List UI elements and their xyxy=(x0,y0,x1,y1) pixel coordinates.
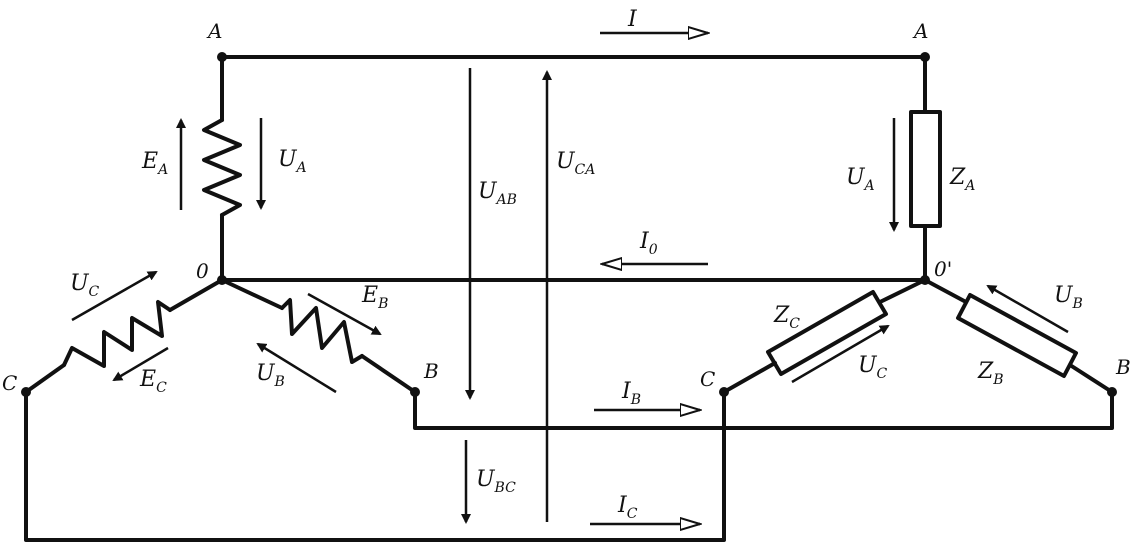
ub-load-arrow xyxy=(986,284,1069,334)
node-label-a-load: A xyxy=(912,19,928,43)
label-ia: I xyxy=(627,7,638,32)
load-impedance-zb xyxy=(956,293,1078,378)
label-ub-load: UB xyxy=(1054,283,1083,312)
load-phase-c-upper xyxy=(878,278,927,304)
label-za: ZA xyxy=(949,165,975,194)
load-impedance-za xyxy=(909,110,942,228)
label-ub-source: UB xyxy=(256,361,285,390)
load-phase-c-lower xyxy=(722,361,777,394)
line-b-wire xyxy=(413,390,1114,430)
node-label-b-source: B xyxy=(423,359,439,383)
label-zb: ZB xyxy=(977,359,1004,388)
label-uca: UCA xyxy=(556,149,595,178)
node-dot-0-load xyxy=(920,275,930,285)
eb-arrow xyxy=(307,292,382,336)
node-label-0-load: 0' xyxy=(934,257,952,281)
uc-load-arrow xyxy=(791,324,890,384)
node-dot-b-source xyxy=(410,387,420,397)
node-dot-c-load xyxy=(719,387,729,397)
quantity-labels: EA UA UC EC EB UB UAB UCA UBC I I0 IB IC… xyxy=(70,7,1083,522)
arrows xyxy=(71,33,1069,524)
label-ec: EC xyxy=(139,367,167,396)
uc-source-arrow xyxy=(71,270,158,322)
source-winding-a xyxy=(202,118,242,217)
label-ea: EA xyxy=(141,149,168,178)
node-dot-b-load xyxy=(1107,387,1117,397)
node-dot-c-source xyxy=(21,387,31,397)
node-label-b-load: B xyxy=(1115,355,1131,379)
label-eb: EB xyxy=(361,283,388,312)
label-ubc: UBC xyxy=(476,467,516,496)
load-phase-b-lower xyxy=(1068,363,1114,394)
source-phase-c-lower xyxy=(24,363,66,394)
node-label-a-source: A xyxy=(206,19,222,43)
label-ua-source: UA xyxy=(278,147,307,176)
source-phase-c-upper xyxy=(168,278,224,312)
node-label-c-source: C xyxy=(2,371,17,395)
node-labels: A A 0 0' C B C B xyxy=(2,19,1131,395)
label-uc-source: UC xyxy=(70,271,100,300)
node-dot-a-load xyxy=(920,52,930,62)
ub-source-arrow xyxy=(256,342,337,394)
label-ua-load: UA xyxy=(846,165,875,194)
ec-arrow xyxy=(112,346,169,382)
label-uab: UAB xyxy=(478,179,517,208)
source-winding-b xyxy=(280,298,364,364)
junction-dots xyxy=(21,52,1117,397)
wiring xyxy=(24,55,1114,542)
load-impedance-zc xyxy=(766,290,888,376)
source-phase-b-lower xyxy=(360,354,417,394)
node-label-0-source: 0 xyxy=(196,259,209,283)
node-dot-0-source xyxy=(217,275,227,285)
label-zc: ZC xyxy=(773,303,800,332)
source-phase-b-upper xyxy=(220,278,284,310)
label-ic: IC xyxy=(617,493,638,522)
node-dot-a-source xyxy=(217,52,227,62)
load-phase-b-upper xyxy=(923,278,968,304)
label-i0: I0 xyxy=(639,229,658,258)
label-ib: IB xyxy=(621,379,641,408)
label-uc-load: UC xyxy=(858,353,888,382)
source-winding-c xyxy=(62,300,172,368)
line-c-wire xyxy=(24,390,726,542)
node-label-c-load: C xyxy=(700,367,715,391)
